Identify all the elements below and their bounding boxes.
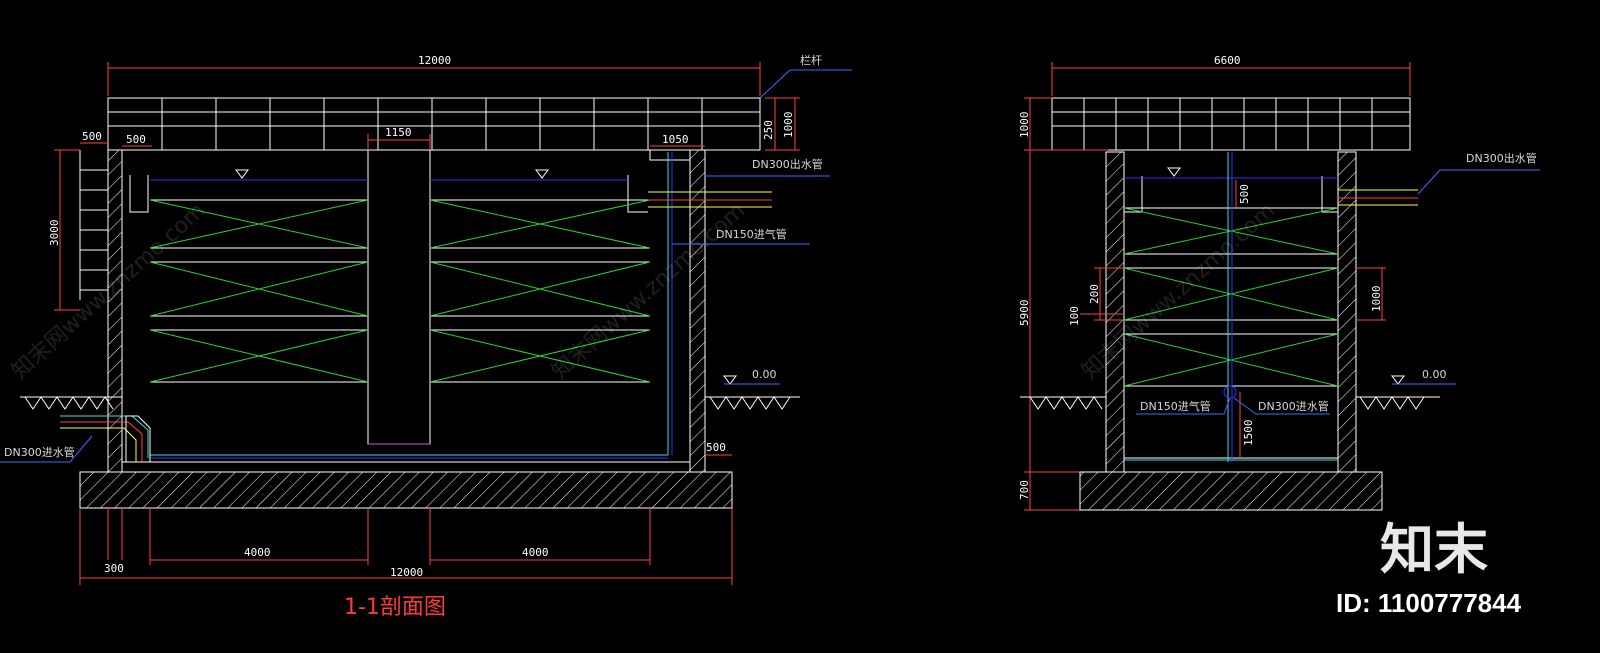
top-width-label: 12000 xyxy=(418,54,451,67)
wall-thickness-left-label: 500 xyxy=(82,130,102,143)
level-label-left: 0.00 xyxy=(752,368,777,381)
dim-1500-label: 1500 xyxy=(1242,420,1255,447)
top-width-label-right: 6600 xyxy=(1214,54,1241,67)
center-column-width-label: 1150 xyxy=(385,126,412,139)
tank-walls-right xyxy=(1079,151,1383,511)
bay-right-label: 4000 xyxy=(522,546,549,559)
dim-200-label: 200 xyxy=(1088,284,1101,304)
outlet-pipe-label-left: DN300出水管 xyxy=(752,157,823,171)
dim-500-right-label: 500 xyxy=(706,441,726,454)
inlet-pipe-label-right: DN300进水管 xyxy=(1258,399,1329,413)
section-title: 1-1剖面图 xyxy=(344,595,446,620)
wall-thickness-inner-label: 500 xyxy=(126,133,146,146)
vent-pipe-label-left: DN150进气管 xyxy=(716,227,787,241)
tank-walls-left xyxy=(79,149,733,509)
railing xyxy=(107,97,761,151)
outlet-pipe-label-right: DN300出水管 xyxy=(1466,151,1537,165)
bottom-dimensions-left xyxy=(79,508,733,585)
top-dimension-left xyxy=(107,62,761,96)
bay-left-label: 4000 xyxy=(244,546,271,559)
packing-layers-left xyxy=(149,199,651,383)
left-section: 12000 栏杆 250 1 xyxy=(0,53,852,620)
dim-3000-label: 3000 xyxy=(48,220,61,247)
railing-right xyxy=(1051,97,1411,151)
dim-1000-side-label: 1000 xyxy=(1370,286,1383,313)
ground-left xyxy=(20,396,800,410)
dim-250-label: 250 xyxy=(762,120,775,140)
pipes-left xyxy=(60,152,772,463)
vent-pipe-label-right: DN150进气管 xyxy=(1140,399,1211,413)
dim-500-label-right: 500 xyxy=(1238,184,1251,204)
dim-1000-label: 1000 xyxy=(782,112,795,139)
right-chamber-width-label: 1050 xyxy=(662,133,689,146)
watermark-text-2: 知末网www.znzmo.com xyxy=(547,198,750,384)
dim-1000-top-label: 1000 xyxy=(1018,112,1031,139)
dim-300-label: 300 xyxy=(104,562,124,575)
dim-100-label: 100 xyxy=(1068,306,1081,326)
right-section: 6600 1000 5900 700 xyxy=(1018,54,1540,511)
dim-700-label: 700 xyxy=(1018,480,1031,500)
left-ladder xyxy=(79,150,109,300)
water-line-left xyxy=(150,169,628,181)
bottom-width-label: 12000 xyxy=(390,566,423,579)
inlet-pipe-label-left: DN300进水管 xyxy=(4,445,75,459)
level-label-right: 0.00 xyxy=(1422,368,1447,381)
logo-text: 知末 xyxy=(1380,518,1488,581)
id-label: ID: 1100777844 xyxy=(1336,588,1522,618)
dim-5900-label: 5900 xyxy=(1018,300,1031,327)
railing-label: 栏杆 xyxy=(800,53,822,67)
center-column: 1150 xyxy=(367,126,431,445)
